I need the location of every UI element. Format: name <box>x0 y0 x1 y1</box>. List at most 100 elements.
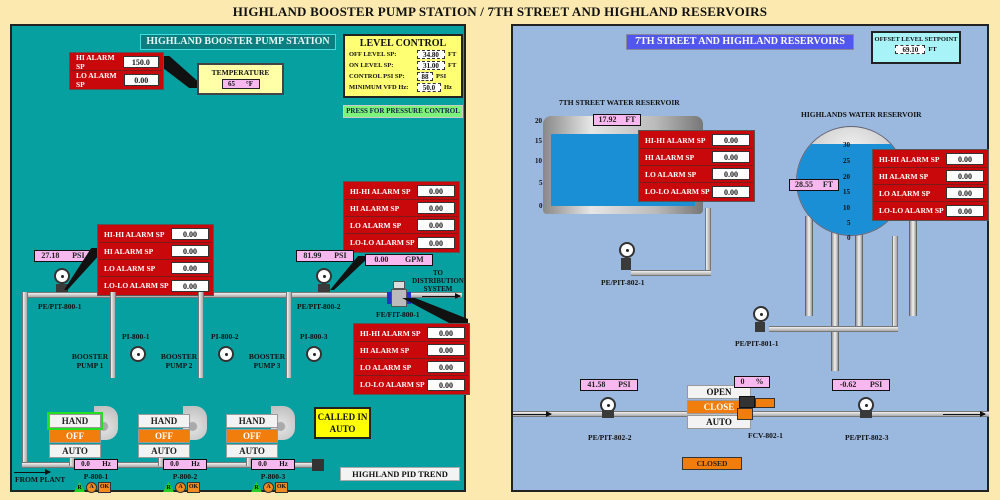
lo-lo-alarm-input[interactable]: 0.00 <box>427 378 465 391</box>
pressure-gauge-icon[interactable] <box>306 346 322 362</box>
hand-button[interactable]: HAND <box>138 414 190 428</box>
gauge-stem <box>602 410 614 418</box>
auto-button[interactable]: AUTO <box>138 444 190 458</box>
alarm-label: HI-HI ALARM SP <box>360 328 421 338</box>
level-unit: FT <box>822 180 834 189</box>
lo-lo-alarm-input[interactable]: 0.00 <box>946 204 984 217</box>
main-title: HIGHLAND BOOSTER PUMP STATION / 7TH STRE… <box>232 4 768 19</box>
temperature-readout: 65°F <box>221 79 260 89</box>
pressure-gauge-icon[interactable] <box>54 268 70 284</box>
on-level-sp-input[interactable]: 31.00 <box>417 61 445 70</box>
pump-2-tag: P-800-2 <box>172 472 198 481</box>
called-in-auto-indicator: CALLED IN AUTO <box>314 407 371 439</box>
lo-alarm-input[interactable]: 0.00 <box>712 168 750 180</box>
hand-button[interactable]: HAND <box>47 412 103 430</box>
lo-alarm-input[interactable]: 0.00 <box>427 361 465 373</box>
scale-tick: 5 <box>847 219 851 227</box>
level-control-title: LEVEL CONTROL <box>359 38 447 49</box>
hi-alarm-input[interactable]: 0.00 <box>171 245 209 257</box>
lo-lo-alarm-input[interactable]: 0.00 <box>417 236 455 249</box>
pressure-gauge-icon[interactable] <box>218 346 234 362</box>
ok-icon: OK <box>98 482 111 493</box>
hi-alarm-input[interactable]: 150.0 <box>122 56 159 68</box>
row-label: ON LEVEL SP: <box>349 62 394 69</box>
alarm-label: LO ALARM SP <box>645 169 697 179</box>
hz-unit: Hz <box>279 460 288 468</box>
off-button[interactable]: OFF <box>226 429 278 443</box>
press-for-pressure-control-button[interactable]: PRESS FOR PRESSURE CONTROL <box>343 105 463 118</box>
pump-2-label: BOOSTER PUMP 2 <box>160 352 198 370</box>
pressure-gauge-icon[interactable] <box>619 242 635 258</box>
lo-lo-alarm-input[interactable]: 0.00 <box>171 279 209 292</box>
pressure-unit: PSI <box>334 251 347 260</box>
lo-alarm-input[interactable]: 0.00 <box>171 262 209 274</box>
off-button[interactable]: OFF <box>138 429 190 443</box>
flow-meter-icon[interactable] <box>387 281 411 307</box>
alarm-label: HI-HI ALARM SP <box>350 186 411 196</box>
pump-1-label: BOOSTER PUMP 1 <box>71 352 109 370</box>
lo-alarm-input[interactable]: 0.00 <box>946 187 984 199</box>
pressure-gauge-icon[interactable] <box>753 306 769 322</box>
fcv-position-readout: 0% <box>734 376 770 388</box>
hi-alarm-input[interactable]: 0.00 <box>712 151 750 163</box>
position-value: 0 <box>740 377 745 386</box>
reservoirs-panel: 7TH STREET AND HIGHLAND RESERVOIRS OFFSE… <box>511 24 989 492</box>
hi-hi-alarm-input[interactable]: 0.00 <box>427 327 465 339</box>
pressure-unit: PSI <box>869 380 883 389</box>
off-level-sp-input[interactable]: 34.80 <box>417 50 445 59</box>
pressure-gauge-icon[interactable] <box>316 268 332 284</box>
gauge-stem <box>621 258 631 270</box>
scale-tick: 0 <box>847 234 851 242</box>
alarm-label: HI ALARM SP <box>76 53 115 71</box>
control-psi-sp-input[interactable]: 88 <box>417 72 433 81</box>
lo-alarm-input[interactable]: 0.00 <box>417 219 455 231</box>
temperature-value: 65 <box>227 80 235 88</box>
outlet-pipe <box>769 326 898 332</box>
lo-lo-alarm-input[interactable]: 0.00 <box>712 185 750 198</box>
hand-button[interactable]: HAND <box>226 414 278 428</box>
auto-button[interactable]: AUTO <box>49 444 101 458</box>
pressure-gauge-icon[interactable] <box>130 346 146 362</box>
hi-hi-alarm-input[interactable]: 0.00 <box>171 228 209 240</box>
auto-button[interactable]: AUTO <box>687 415 751 429</box>
discharge-pipe <box>110 292 116 378</box>
min-vfd-hz-input[interactable]: 50.0 <box>417 83 441 92</box>
auto-button[interactable]: AUTO <box>226 444 278 458</box>
row-unit: Hz <box>444 84 452 91</box>
lo-alarm-input[interactable]: 0.00 <box>123 73 159 86</box>
hi-alarm-input[interactable]: 0.00 <box>946 170 984 182</box>
pressure-value: 81.99 <box>303 251 322 260</box>
hi-alarm-input[interactable]: 0.00 <box>427 344 465 356</box>
alarm-label: LO ALARM SP <box>360 362 412 372</box>
booster-pump-station-panel: HIGHLAND BOOSTER PUMP STATION HI ALARM S… <box>10 24 470 493</box>
hi-hi-alarm-input[interactable]: 0.00 <box>417 185 455 197</box>
flow-value: 0.00 <box>374 255 389 264</box>
alarm-label: LO-LO ALARM SP <box>104 281 169 290</box>
offset-level-input[interactable]: 69.10 <box>895 45 926 54</box>
open-button[interactable]: OPEN <box>687 385 751 399</box>
hi-hi-alarm-input[interactable]: 0.00 <box>712 134 750 146</box>
row-unit: FT <box>448 51 457 58</box>
pit-800-1-tag: PE/PIT-800-1 <box>38 302 82 311</box>
alarm-label: LO-LO ALARM SP <box>350 238 415 247</box>
hi-alarm-input[interactable]: 0.00 <box>417 202 455 214</box>
highland-pid-trend-button[interactable]: HIGHLAND PID TREND <box>340 467 460 481</box>
off-button[interactable]: OFF <box>49 429 101 443</box>
alarm-label: LO ALARM SP <box>104 263 156 273</box>
hi-hi-alarm-input[interactable]: 0.00 <box>946 153 984 165</box>
